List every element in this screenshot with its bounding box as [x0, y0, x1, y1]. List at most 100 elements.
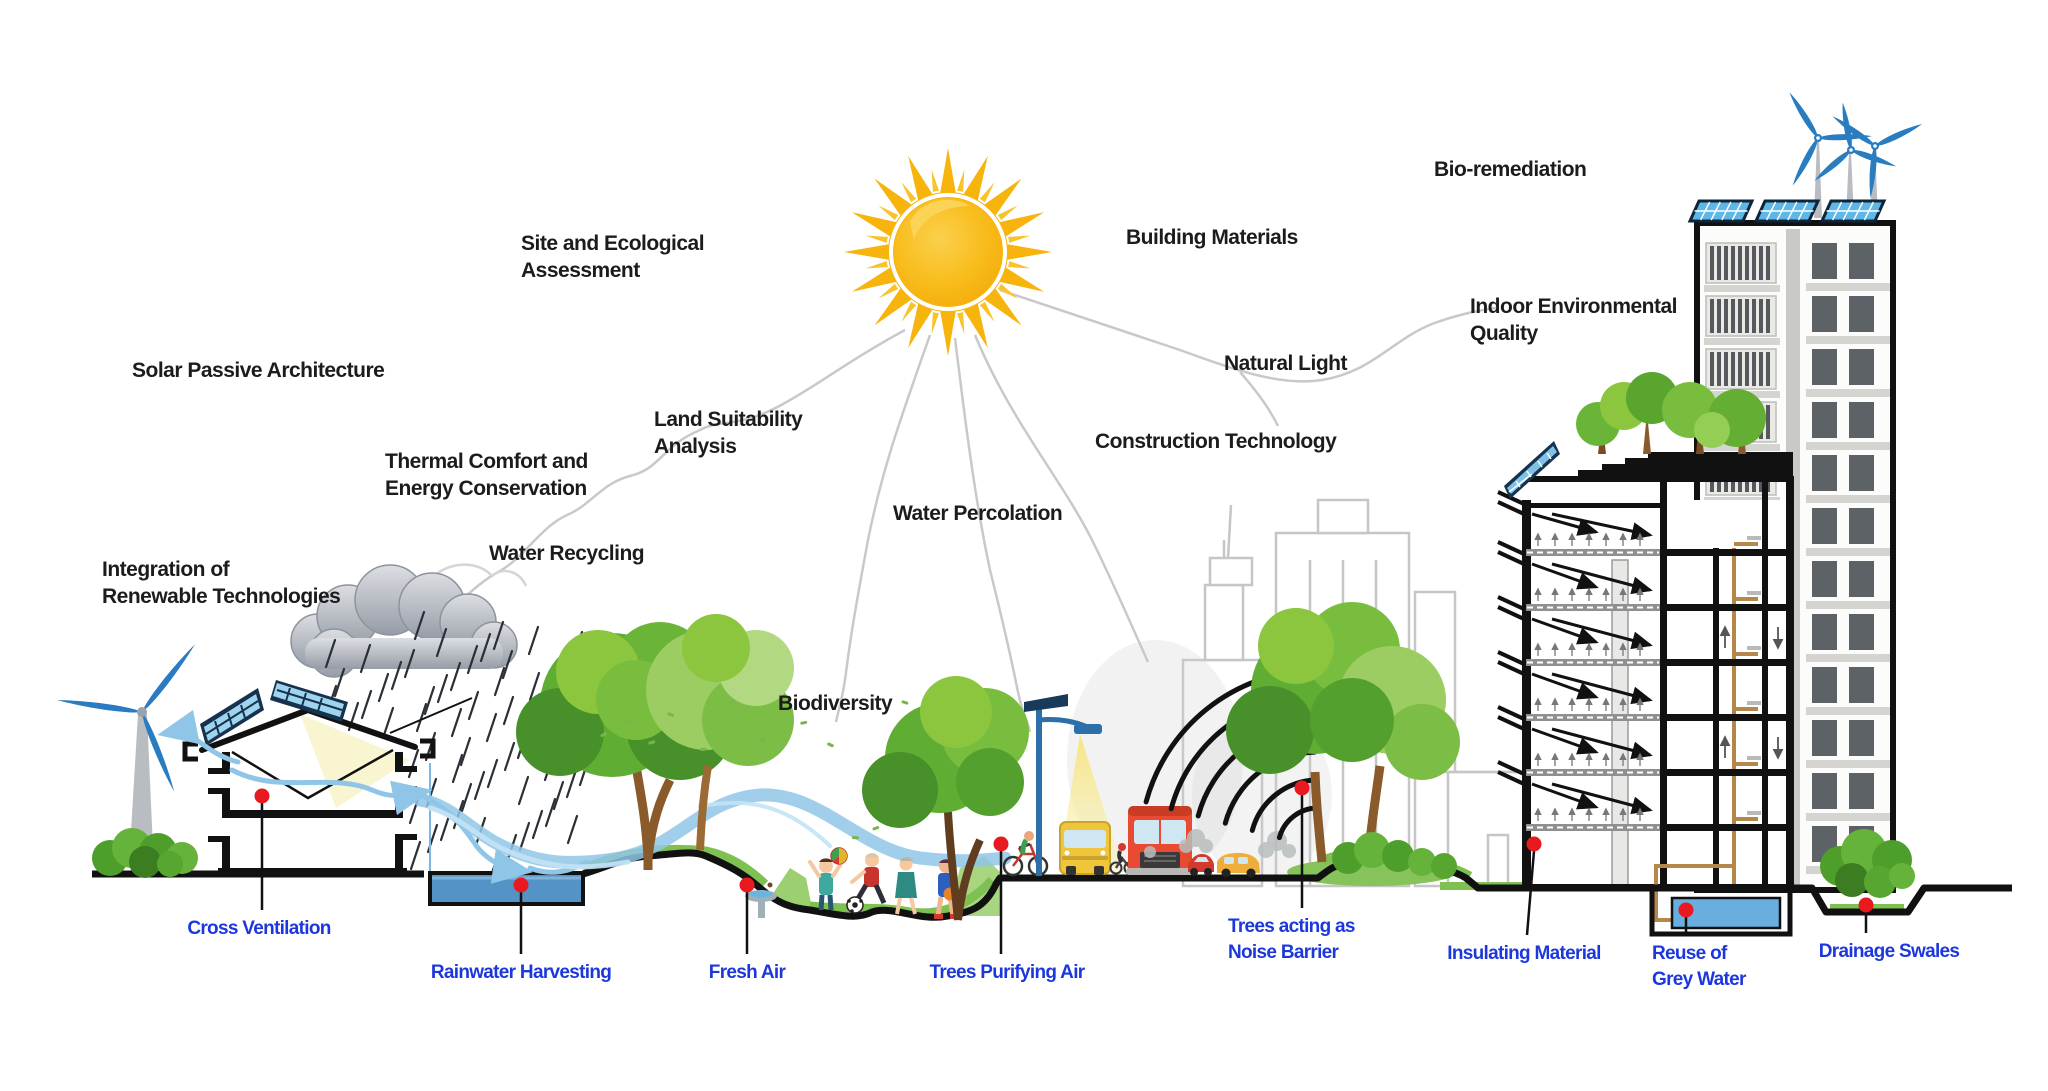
shading-fin [1497, 770, 1525, 786]
rain-streak [436, 673, 449, 704]
turbine-hub [1816, 136, 1820, 140]
rain-streak [485, 712, 498, 743]
louver-bar [1766, 405, 1770, 439]
louver-bar [1752, 246, 1756, 280]
balcony-slab [1660, 824, 1788, 831]
louver-bar [1759, 246, 1763, 280]
leaf-speck [901, 700, 909, 705]
leaf-speck [728, 699, 736, 705]
sun-ray-small [931, 169, 939, 192]
rain-streak [502, 695, 515, 726]
rain-streak [517, 775, 530, 806]
turbine-blade [1814, 150, 1851, 181]
sun-ray-small [1008, 235, 1031, 243]
tower-window [1812, 561, 1837, 597]
tower-window [1849, 614, 1874, 650]
sun-ray-small [901, 301, 917, 322]
bush-left [92, 828, 198, 878]
louver-bar [1717, 246, 1721, 280]
sun-ray [962, 301, 988, 349]
rain-streak [467, 690, 480, 721]
louver-bar [1724, 352, 1728, 386]
window-sill [1704, 338, 1780, 345]
turbine-hub [1873, 144, 1877, 148]
leaf-speck [667, 712, 675, 717]
sun-ray-small [979, 301, 995, 322]
exhaust-smoke [1144, 829, 1296, 858]
green-building-section [1497, 372, 1794, 937]
leaf-speck [700, 747, 708, 751]
tower-window [1812, 455, 1837, 491]
bushes [1332, 832, 1457, 879]
window-sill [1806, 548, 1890, 556]
shading-fin [1497, 605, 1525, 621]
tower-window [1812, 614, 1837, 650]
noise-arc [1276, 805, 1320, 841]
louver-bar [1745, 352, 1749, 386]
leaf-speck [759, 738, 767, 743]
tower-window [1812, 296, 1837, 332]
louver-bar [1752, 352, 1756, 386]
wind-turbine-icon [56, 644, 195, 848]
sun-ray-small [878, 283, 899, 299]
tower-window [1812, 508, 1837, 544]
sun-ray [908, 301, 934, 349]
sun-ray [874, 178, 914, 218]
tree-icon [862, 676, 1029, 921]
daylight-arrow [1551, 727, 1653, 760]
rain-streak [492, 620, 505, 651]
shading-fin [1497, 500, 1525, 516]
rooftop-solar-panels-icon [1687, 199, 1887, 223]
balcony-slab [1660, 604, 1788, 611]
shading-fin [1497, 760, 1525, 776]
tower-window [1849, 720, 1874, 756]
rooftop-garden-icon [1576, 372, 1766, 454]
sun-ray [982, 178, 1022, 218]
tower-window [1812, 667, 1837, 703]
balcony-slab [1660, 549, 1788, 556]
window-sill [1704, 285, 1780, 292]
rain-streak [566, 814, 579, 845]
minivan-icon [1217, 853, 1260, 878]
tower-window [1812, 243, 1837, 279]
sun-ray-small [865, 261, 888, 269]
soccer-ball-icon [846, 896, 864, 914]
window-sill [1806, 654, 1890, 662]
daylight-arrow [1531, 782, 1599, 810]
house-solar-panel-icon [200, 688, 264, 746]
fixture [1747, 811, 1761, 815]
sun-ray-small [957, 312, 965, 335]
louver-bar [1724, 299, 1728, 333]
tower-window [1849, 455, 1874, 491]
child [850, 853, 887, 905]
louver-bar [1724, 246, 1728, 280]
sun-ray [997, 266, 1045, 292]
daylight-arrow [1551, 617, 1653, 650]
sun-ray-small [865, 235, 888, 243]
sun-ray-small [957, 169, 965, 192]
turbine-blade [142, 712, 175, 792]
rain-streak [451, 753, 464, 784]
daylight-arrow [1551, 512, 1653, 541]
turbine-blade [56, 700, 142, 713]
leader-lines [260, 795, 1868, 954]
window-sill [1806, 601, 1890, 609]
rooftop-wind-turbines-icon [1789, 92, 1923, 218]
house-solar-panel-icon [270, 680, 348, 722]
tower-window [1812, 402, 1837, 438]
balcony-slab [1660, 714, 1788, 721]
sun-ray-small [979, 182, 995, 203]
louver-bar [1738, 246, 1742, 280]
shading-fin [1497, 715, 1525, 731]
window-sill [1806, 760, 1890, 768]
shading-fin [1497, 660, 1525, 676]
louver-bar [1766, 299, 1770, 333]
louver-bar [1745, 246, 1749, 280]
leaf-speck [600, 732, 608, 738]
sun-ray [851, 266, 899, 292]
city-bus-icon [1059, 821, 1111, 875]
fixture [1747, 701, 1761, 705]
sun-ray [874, 286, 914, 326]
rain-streak [565, 768, 578, 799]
